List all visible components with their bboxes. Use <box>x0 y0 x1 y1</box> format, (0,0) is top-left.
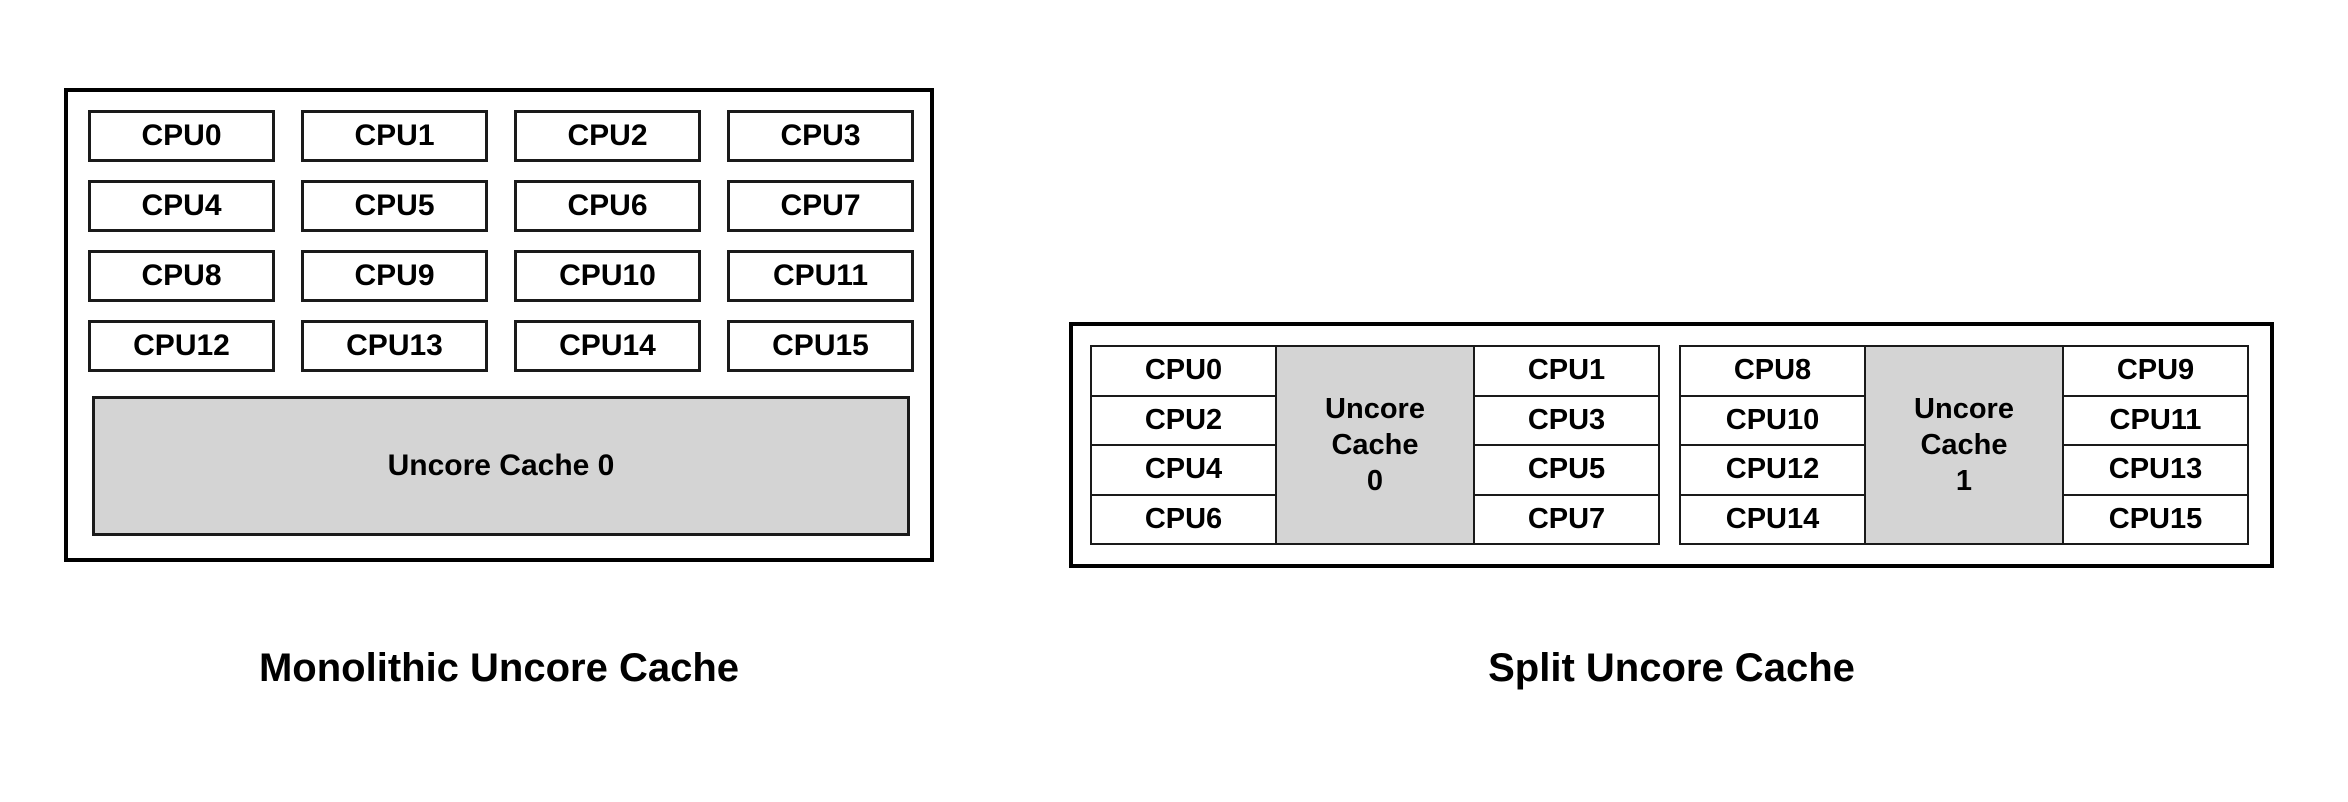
cpu-box: CPU14 <box>514 320 701 372</box>
cpu-box: CPU8 <box>88 250 275 302</box>
cpu-box: CPU3 <box>1473 394 1660 446</box>
cpu-column-left: CPU8 CPU10 CPU12 CPU14 <box>1679 345 1866 545</box>
cpu-box: CPU14 <box>1679 493 1866 545</box>
cache-label-line: 1 <box>1955 465 1973 498</box>
cpu-box: CPU4 <box>88 180 275 232</box>
cpu-box: CPU1 <box>1473 345 1660 397</box>
cpu-box: CPU7 <box>1473 493 1660 545</box>
cpu-box: CPU12 <box>88 320 275 372</box>
cpu-box: CPU8 <box>1679 345 1866 397</box>
cpu-box: CPU13 <box>2062 444 2249 496</box>
split-caption: Split Uncore Cache <box>1488 646 1855 690</box>
cpu-grid: CPU0 CPU1 CPU2 CPU3 CPU4 CPU5 CPU6 CPU7 … <box>88 110 914 392</box>
cpu-box: CPU6 <box>1090 493 1277 545</box>
cpu-box: CPU5 <box>1473 444 1660 496</box>
cache-label-line: Uncore <box>1325 392 1425 425</box>
monolithic-caption: Monolithic Uncore Cache <box>258 646 740 690</box>
cache-label-line: 0 <box>1366 465 1384 498</box>
uncore-cache-block: Uncore Cache 1 <box>1864 345 2064 545</box>
cpu-box: CPU10 <box>1679 394 1866 446</box>
cpu-box: CPU12 <box>1679 444 1866 496</box>
cpu-box: CPU9 <box>2062 345 2249 397</box>
cpu-box: CPU1 <box>301 110 488 162</box>
cpu-column-right: CPU9 CPU11 CPU13 CPU15 <box>2062 345 2249 545</box>
cpu-box: CPU9 <box>301 250 488 302</box>
uncore-cache-block: Uncore Cache 0 <box>92 396 910 536</box>
cpu-box: CPU11 <box>727 250 914 302</box>
cpu-box: CPU2 <box>1090 394 1277 446</box>
cpu-box: CPU13 <box>301 320 488 372</box>
cpu-box: CPU10 <box>514 250 701 302</box>
split-cluster: CPU8 CPU10 CPU12 CPU14 Uncore Cache 1 CP… <box>1679 345 2253 545</box>
cpu-box: CPU11 <box>2062 394 2249 446</box>
cpu-column-left: CPU0 CPU2 CPU4 CPU6 <box>1090 345 1277 545</box>
cpu-box: CPU15 <box>727 320 914 372</box>
cache-label-line: Cache <box>1331 428 1419 461</box>
cpu-box: CPU7 <box>727 180 914 232</box>
cpu-box: CPU0 <box>1090 345 1277 397</box>
cpu-column-right: CPU1 CPU3 CPU5 CPU7 <box>1473 345 1660 545</box>
uncore-cache-block: Uncore Cache 0 <box>1275 345 1475 545</box>
cpu-box: CPU4 <box>1090 444 1277 496</box>
cache-label-line: Uncore <box>1914 392 2014 425</box>
cpu-box: CPU15 <box>2062 493 2249 545</box>
cache-label-line: Cache <box>1920 428 2008 461</box>
cpu-box: CPU2 <box>514 110 701 162</box>
split-uncore-diagram: CPU0 CPU2 CPU4 CPU6 Uncore Cache 0 CPU1 … <box>1069 322 2274 568</box>
monolithic-uncore-diagram: CPU0 CPU1 CPU2 CPU3 CPU4 CPU5 CPU6 CPU7 … <box>64 88 934 562</box>
cpu-box: CPU5 <box>301 180 488 232</box>
cpu-box: CPU0 <box>88 110 275 162</box>
cpu-box: CPU3 <box>727 110 914 162</box>
split-cluster: CPU0 CPU2 CPU4 CPU6 Uncore Cache 0 CPU1 … <box>1090 345 1664 545</box>
cpu-box: CPU6 <box>514 180 701 232</box>
